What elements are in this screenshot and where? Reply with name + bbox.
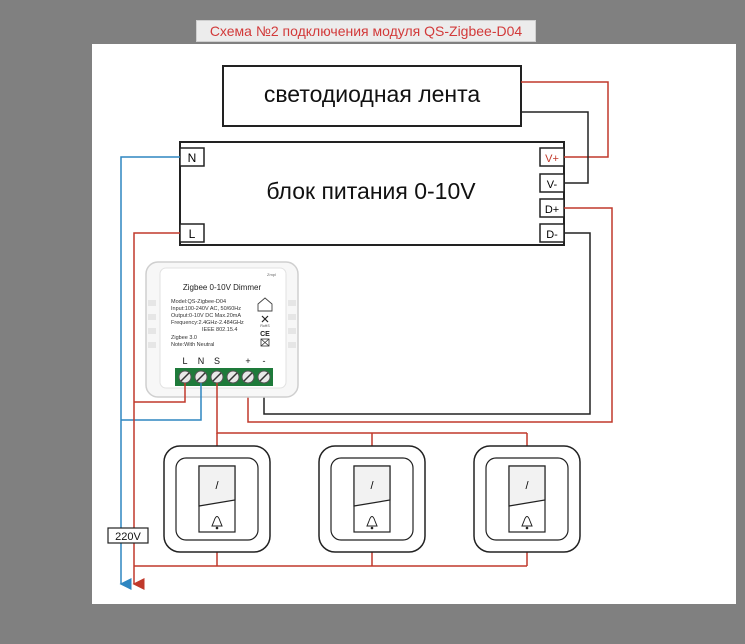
wire-module-n (121, 383, 202, 421)
module-spec-frequency: Frequency:2.4GHz-2.484GHz (171, 320, 244, 326)
wire-neutral (119, 156, 180, 590)
module-term-plus: + (245, 356, 250, 366)
led-strip: светодиодная лента (222, 65, 522, 127)
module-term-n: N (198, 356, 205, 366)
led-strip-label: светодиодная лента (264, 81, 481, 107)
dimmer-module: Zigbee 0-10V Dimmer Zmpl Model:QS-Zigbee… (145, 261, 299, 398)
mains-label: 220V (107, 527, 149, 544)
wire-module-l (134, 383, 186, 403)
module-spec-ieee: IEEE 802.15.4 (202, 327, 237, 333)
wires-control (247, 207, 613, 423)
home-icon (257, 297, 273, 312)
module-spec-input: Input:100-240V AC, 50/60Hz (171, 306, 241, 312)
wire-dplus (247, 207, 613, 423)
terminal-screws (178, 370, 271, 384)
wire-vminus-led (521, 111, 589, 184)
switch-1: / (163, 445, 271, 553)
wires-led-strip (521, 81, 609, 184)
wire-dminus (263, 232, 591, 415)
switch-3-mark: / (525, 480, 529, 492)
terminal-vminus: V- (547, 179, 558, 191)
power-supply-label: блок питания 0-10V (266, 178, 476, 204)
mains-voltage: 220V (115, 531, 141, 543)
module-term-minus: - (263, 356, 266, 366)
rohs-check-icon (261, 315, 269, 323)
weee-bin-icon (260, 338, 270, 347)
module-zigbee-version: Zigbee 3.0 (171, 335, 197, 341)
module-corner-text: Zmpl (267, 272, 276, 277)
bell-icon (366, 516, 378, 527)
switch-2: / (318, 445, 426, 553)
bell-icon (521, 516, 533, 527)
wire-live (132, 232, 180, 590)
module-term-s: S (214, 356, 220, 366)
terminal-dplus: D+ (545, 204, 559, 216)
module-ribs (148, 300, 296, 348)
terminal-dminus: D- (546, 229, 558, 241)
wire-vplus-led (521, 81, 609, 158)
switch-2-mark: / (370, 480, 374, 492)
module-title: Zigbee 0-10V Dimmer (183, 283, 262, 292)
diagram-title: Схема №2 подключения модуля QS-Zigbee-D0… (196, 20, 536, 42)
terminal-vplus: V+ (545, 153, 559, 165)
module-note: Note:With Neutral (171, 342, 214, 348)
terminal-n: N (188, 151, 197, 165)
module-spec-model: Model:QS-Zigbee-D04 (171, 299, 226, 305)
switch-1-mark: / (215, 480, 219, 492)
module-spec-output: Output:0-10V DC Max.20mA (171, 313, 241, 319)
rohs-label: RoHS (260, 324, 270, 328)
bell-icon (211, 516, 223, 527)
switch-3: / (473, 445, 581, 553)
module-term-l: L (182, 356, 187, 366)
terminal-l: L (189, 227, 196, 241)
ce-mark: CE (260, 331, 270, 338)
power-supply: блок питания 0-10V N L V+ V- D+ D- (179, 141, 565, 246)
